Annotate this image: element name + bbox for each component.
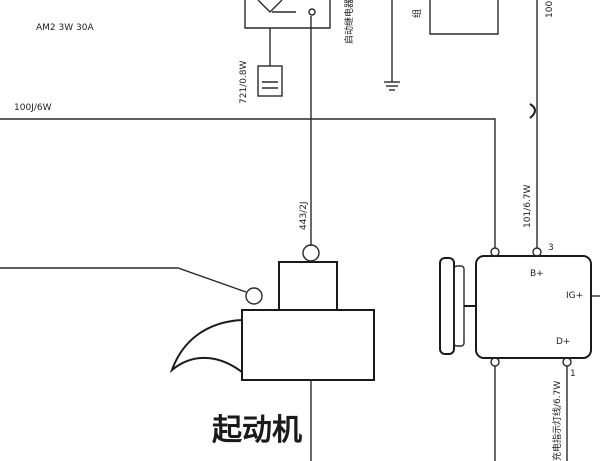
alternator-mount-bottom	[490, 357, 500, 367]
main-supply-wire	[0, 118, 496, 248]
b-plus-terminal	[532, 247, 542, 257]
starter-main-terminal	[245, 287, 263, 305]
top-right-wire-label: 100	[545, 1, 555, 18]
fuse-block	[257, 65, 283, 97]
relay-box-outline	[244, 0, 331, 29]
starter-drive-nose	[169, 319, 243, 374]
d-plus-wire-label: 充电指示灯线/6.7W	[551, 381, 563, 461]
solenoid-housing	[278, 261, 338, 311]
starter-main-cable	[0, 267, 247, 293]
starter-relay	[244, 0, 331, 66]
alternator-ig-plus-label: IG+	[566, 291, 583, 301]
starter-caption: 起动机	[212, 413, 302, 448]
fuse-label: 721/0.8W	[239, 60, 249, 104]
top-left-label: AM2 3W 30A	[36, 23, 94, 33]
pulley-outer	[439, 257, 455, 355]
starter-motor	[169, 261, 375, 461]
relay-switch-symbol	[257, 0, 283, 13]
relay-vertical-label: 启动继电器	[343, 0, 355, 44]
relay-terminal	[308, 8, 316, 16]
ground-symbol	[384, 0, 400, 91]
pulley-inner	[453, 265, 465, 347]
terminal-1-label: 1	[570, 369, 576, 379]
solenoid-terminal	[302, 244, 320, 262]
fuse-symbol	[262, 81, 278, 89]
alternator-d-plus-label: D+	[556, 337, 570, 347]
d-plus-terminal	[562, 357, 572, 367]
fuse-box	[257, 65, 283, 97]
wire-crossover-arc	[529, 103, 536, 119]
terminal-3-label: 3	[548, 243, 554, 253]
top-center-box-label: 组	[411, 9, 423, 18]
alternator-b-plus-label: B+	[530, 269, 544, 279]
starter-feed-label: 443/2J	[299, 201, 309, 230]
b-plus-wire-label: 101/6.7W	[523, 184, 533, 228]
starter-body	[241, 309, 375, 381]
alternator-mount-top	[490, 247, 500, 257]
main-wire-label: 100J/6W	[14, 103, 52, 113]
top-center-box	[429, 0, 499, 35]
alternator	[439, 247, 600, 367]
